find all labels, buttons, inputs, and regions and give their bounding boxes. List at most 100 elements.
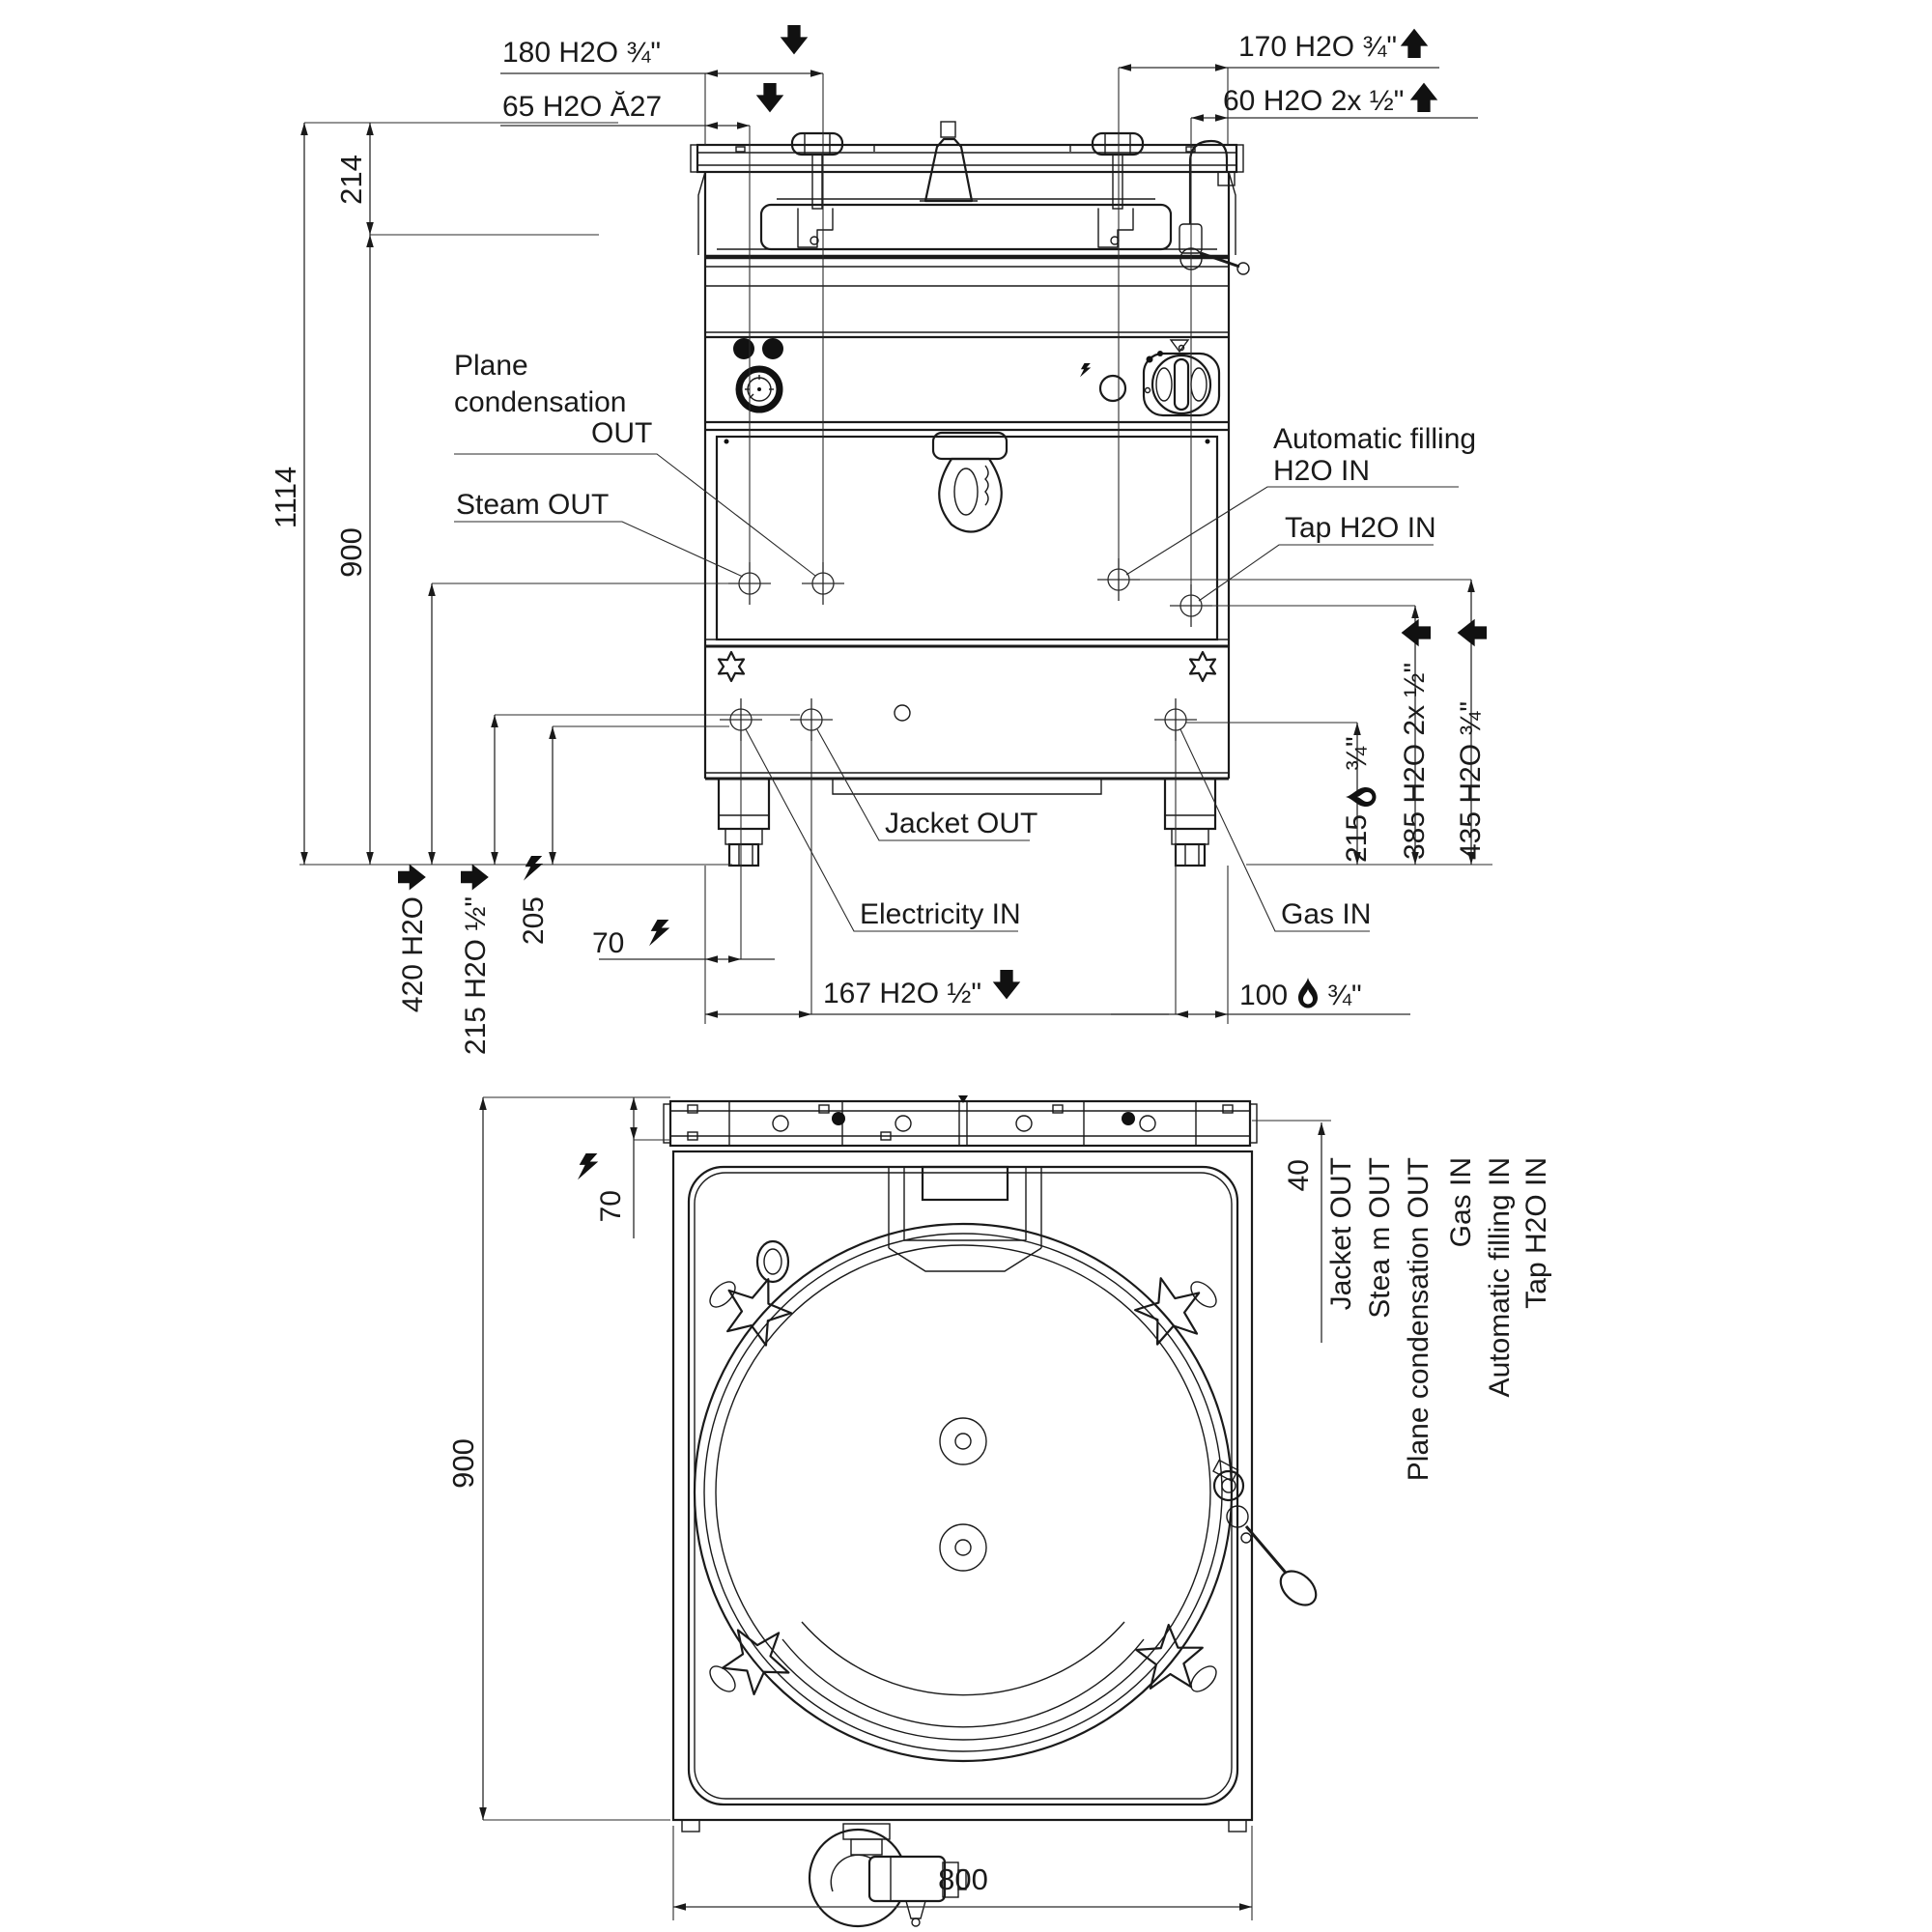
- callout-autofill-line1: Automatic filling: [1273, 423, 1476, 455]
- callout-autofill-line2: H2O IN: [1273, 455, 1370, 487]
- spark-icon: [1080, 363, 1092, 378]
- dim-70-top: 70: [595, 1190, 627, 1222]
- dim-215-h2o: 215 H2O ½": [460, 896, 492, 1055]
- right-arrow-icon: [461, 864, 489, 891]
- safety-valve: [920, 121, 978, 203]
- indicator-light-icon: [762, 338, 783, 359]
- callout-tap-label: Tap H2O IN: [1285, 512, 1436, 544]
- dim-180-h2o: 180 H2O ¾": [502, 37, 661, 69]
- front-extension-lines: [299, 68, 1492, 1024]
- door-handle[interactable]: [931, 431, 1009, 533]
- left-arrow-icon: [1401, 618, 1431, 647]
- dim-800-top: 800: [938, 1862, 988, 1896]
- dim-70-front: 70: [592, 927, 624, 959]
- callout-plane-line3: OUT: [591, 417, 652, 449]
- top-dimension-lines: [479, 1096, 1331, 1920]
- foot-tab: [681, 1819, 700, 1833]
- flame-icon: [1346, 787, 1377, 807]
- lid-star-knobs[interactable]: [705, 1266, 1220, 1704]
- dim-65-h2o: 65 H2O Ă27: [502, 91, 662, 123]
- dim-1114: 1114: [269, 467, 302, 528]
- front-dimension-texts: 180 H2O ¾" 65 H2O Ă27 170 H2O ¾" 60 H2O …: [269, 25, 1487, 1055]
- dim-215-gas-size: ¾": [1341, 736, 1373, 771]
- dim-100-size: ¾": [1327, 980, 1362, 1011]
- callout-plane-line1: Plane: [454, 350, 528, 382]
- leg-left: [717, 777, 771, 867]
- dim-900-top: 900: [446, 1438, 480, 1489]
- connection-points: [720, 558, 1212, 741]
- dim-170-h2o: 170 H2O ¾": [1238, 31, 1397, 63]
- foot-tab: [1228, 1819, 1247, 1833]
- igniter-button[interactable]: [1098, 374, 1127, 403]
- center-bullseye-lower: [939, 1523, 987, 1572]
- lightning-icon: [649, 920, 670, 947]
- callout-plane-condensation: Plane condensation OUT: [454, 350, 816, 577]
- callout-gas-label: Gas IN: [1281, 898, 1371, 930]
- callout-steam-label: Steam OUT: [456, 489, 609, 521]
- up-arrow-icon: [1400, 28, 1429, 58]
- front-door: [715, 435, 1219, 641]
- pressure-gauge-icon: [735, 365, 783, 413]
- top-dimension-texts: 900 70 40 800: [446, 1153, 1315, 1896]
- port-label-gas-in: Gas IN: [1445, 1157, 1477, 1247]
- port-label-steam-out: Stea m OUT: [1364, 1157, 1396, 1319]
- port-plane-condensation-out: [802, 562, 844, 605]
- up-arrow-icon: [1409, 82, 1438, 112]
- callout-jacket-label: Jacket OUT: [885, 808, 1037, 839]
- callout-steam-out: Steam OUT: [454, 489, 744, 578]
- callout-electricity-in: Electricity IN: [745, 728, 1021, 932]
- dim-420-h2o: 420 H2O: [397, 896, 429, 1012]
- star-screw-icon: [1188, 650, 1217, 683]
- star-knob-icon[interactable]: [714, 1266, 801, 1351]
- port-label-tap-h2o-in: Tap H2O IN: [1520, 1157, 1552, 1309]
- top-lid-circle: [693, 1222, 1234, 1763]
- dim-100-gas: 100: [1239, 980, 1288, 1011]
- top-flue-strip: [663, 1095, 1258, 1148]
- dim-205: 205: [518, 896, 550, 945]
- top-port-labels: Jacket OUT Stea m OUT Plane condensation…: [1325, 1157, 1552, 1481]
- left-arrow-icon: [1457, 618, 1487, 647]
- dim-900-front: 900: [334, 527, 368, 578]
- leg-right: [1163, 777, 1217, 867]
- port-label-automatic-filling-in: Automatic filling IN: [1484, 1157, 1516, 1397]
- top-faucet: [1212, 1459, 1318, 1606]
- down-arrow-icon: [992, 970, 1021, 1000]
- gas-control-knob[interactable]: [1142, 339, 1221, 417]
- port-label-jacket-out: Jacket OUT: [1325, 1157, 1357, 1310]
- callout-plane-line2: condensation: [454, 386, 626, 418]
- dim-214: 214: [334, 155, 368, 205]
- control-panel: [733, 338, 1221, 417]
- pilot-hole: [894, 704, 911, 722]
- star-knob-icon[interactable]: [711, 1610, 806, 1704]
- front-callouts: Plane condensation OUT Steam OUT Automat…: [454, 350, 1476, 932]
- dim-435-h2o: 435 H2O ¾": [1455, 701, 1487, 860]
- right-arrow-icon: [398, 864, 426, 891]
- vent-oval: [755, 1239, 790, 1284]
- callout-electricity-label: Electricity IN: [860, 898, 1021, 930]
- front-machine-outline: [690, 121, 1250, 867]
- center-bullseye-upper: [939, 1417, 987, 1465]
- top-view: 900 70 40 800 Jacket OUT Stea m OUT Plan…: [446, 1095, 1552, 1928]
- dim-167-h2o: 167 H2O ½": [823, 978, 981, 1009]
- drain-outlet: [808, 1823, 967, 1928]
- flame-icon: [1298, 978, 1318, 1009]
- port-label-plane-condensation-out: Plane condensation OUT: [1403, 1157, 1435, 1481]
- down-arrow-icon: [755, 83, 784, 113]
- lightning-icon: [524, 856, 543, 881]
- front-dimension-lines: [300, 64, 1478, 1018]
- callout-automatic-filling: Automatic filling H2O IN: [1125, 423, 1476, 576]
- lid-clamp-right: [1091, 131, 1145, 248]
- lid-rail: [696, 143, 1238, 174]
- lid-clamp-left: [790, 131, 844, 248]
- front-view: 180 H2O ¾" 65 H2O Ă27 170 H2O ¾" 60 H2O …: [269, 25, 1492, 1055]
- callout-gas-in: Gas IN: [1179, 728, 1371, 932]
- dim-385-h2o: 385 H2O 2x ½": [1399, 663, 1431, 860]
- down-arrow-icon: [780, 25, 809, 55]
- callout-jacket-out: Jacket OUT: [816, 728, 1037, 841]
- dim-60-h2o: 60 H2O 2x ½": [1223, 85, 1404, 117]
- lid-hinge: [888, 1165, 1042, 1272]
- callout-tap-h2o: Tap H2O IN: [1198, 512, 1436, 602]
- indicator-light-icon: [733, 338, 754, 359]
- dim-40-top: 40: [1283, 1159, 1315, 1191]
